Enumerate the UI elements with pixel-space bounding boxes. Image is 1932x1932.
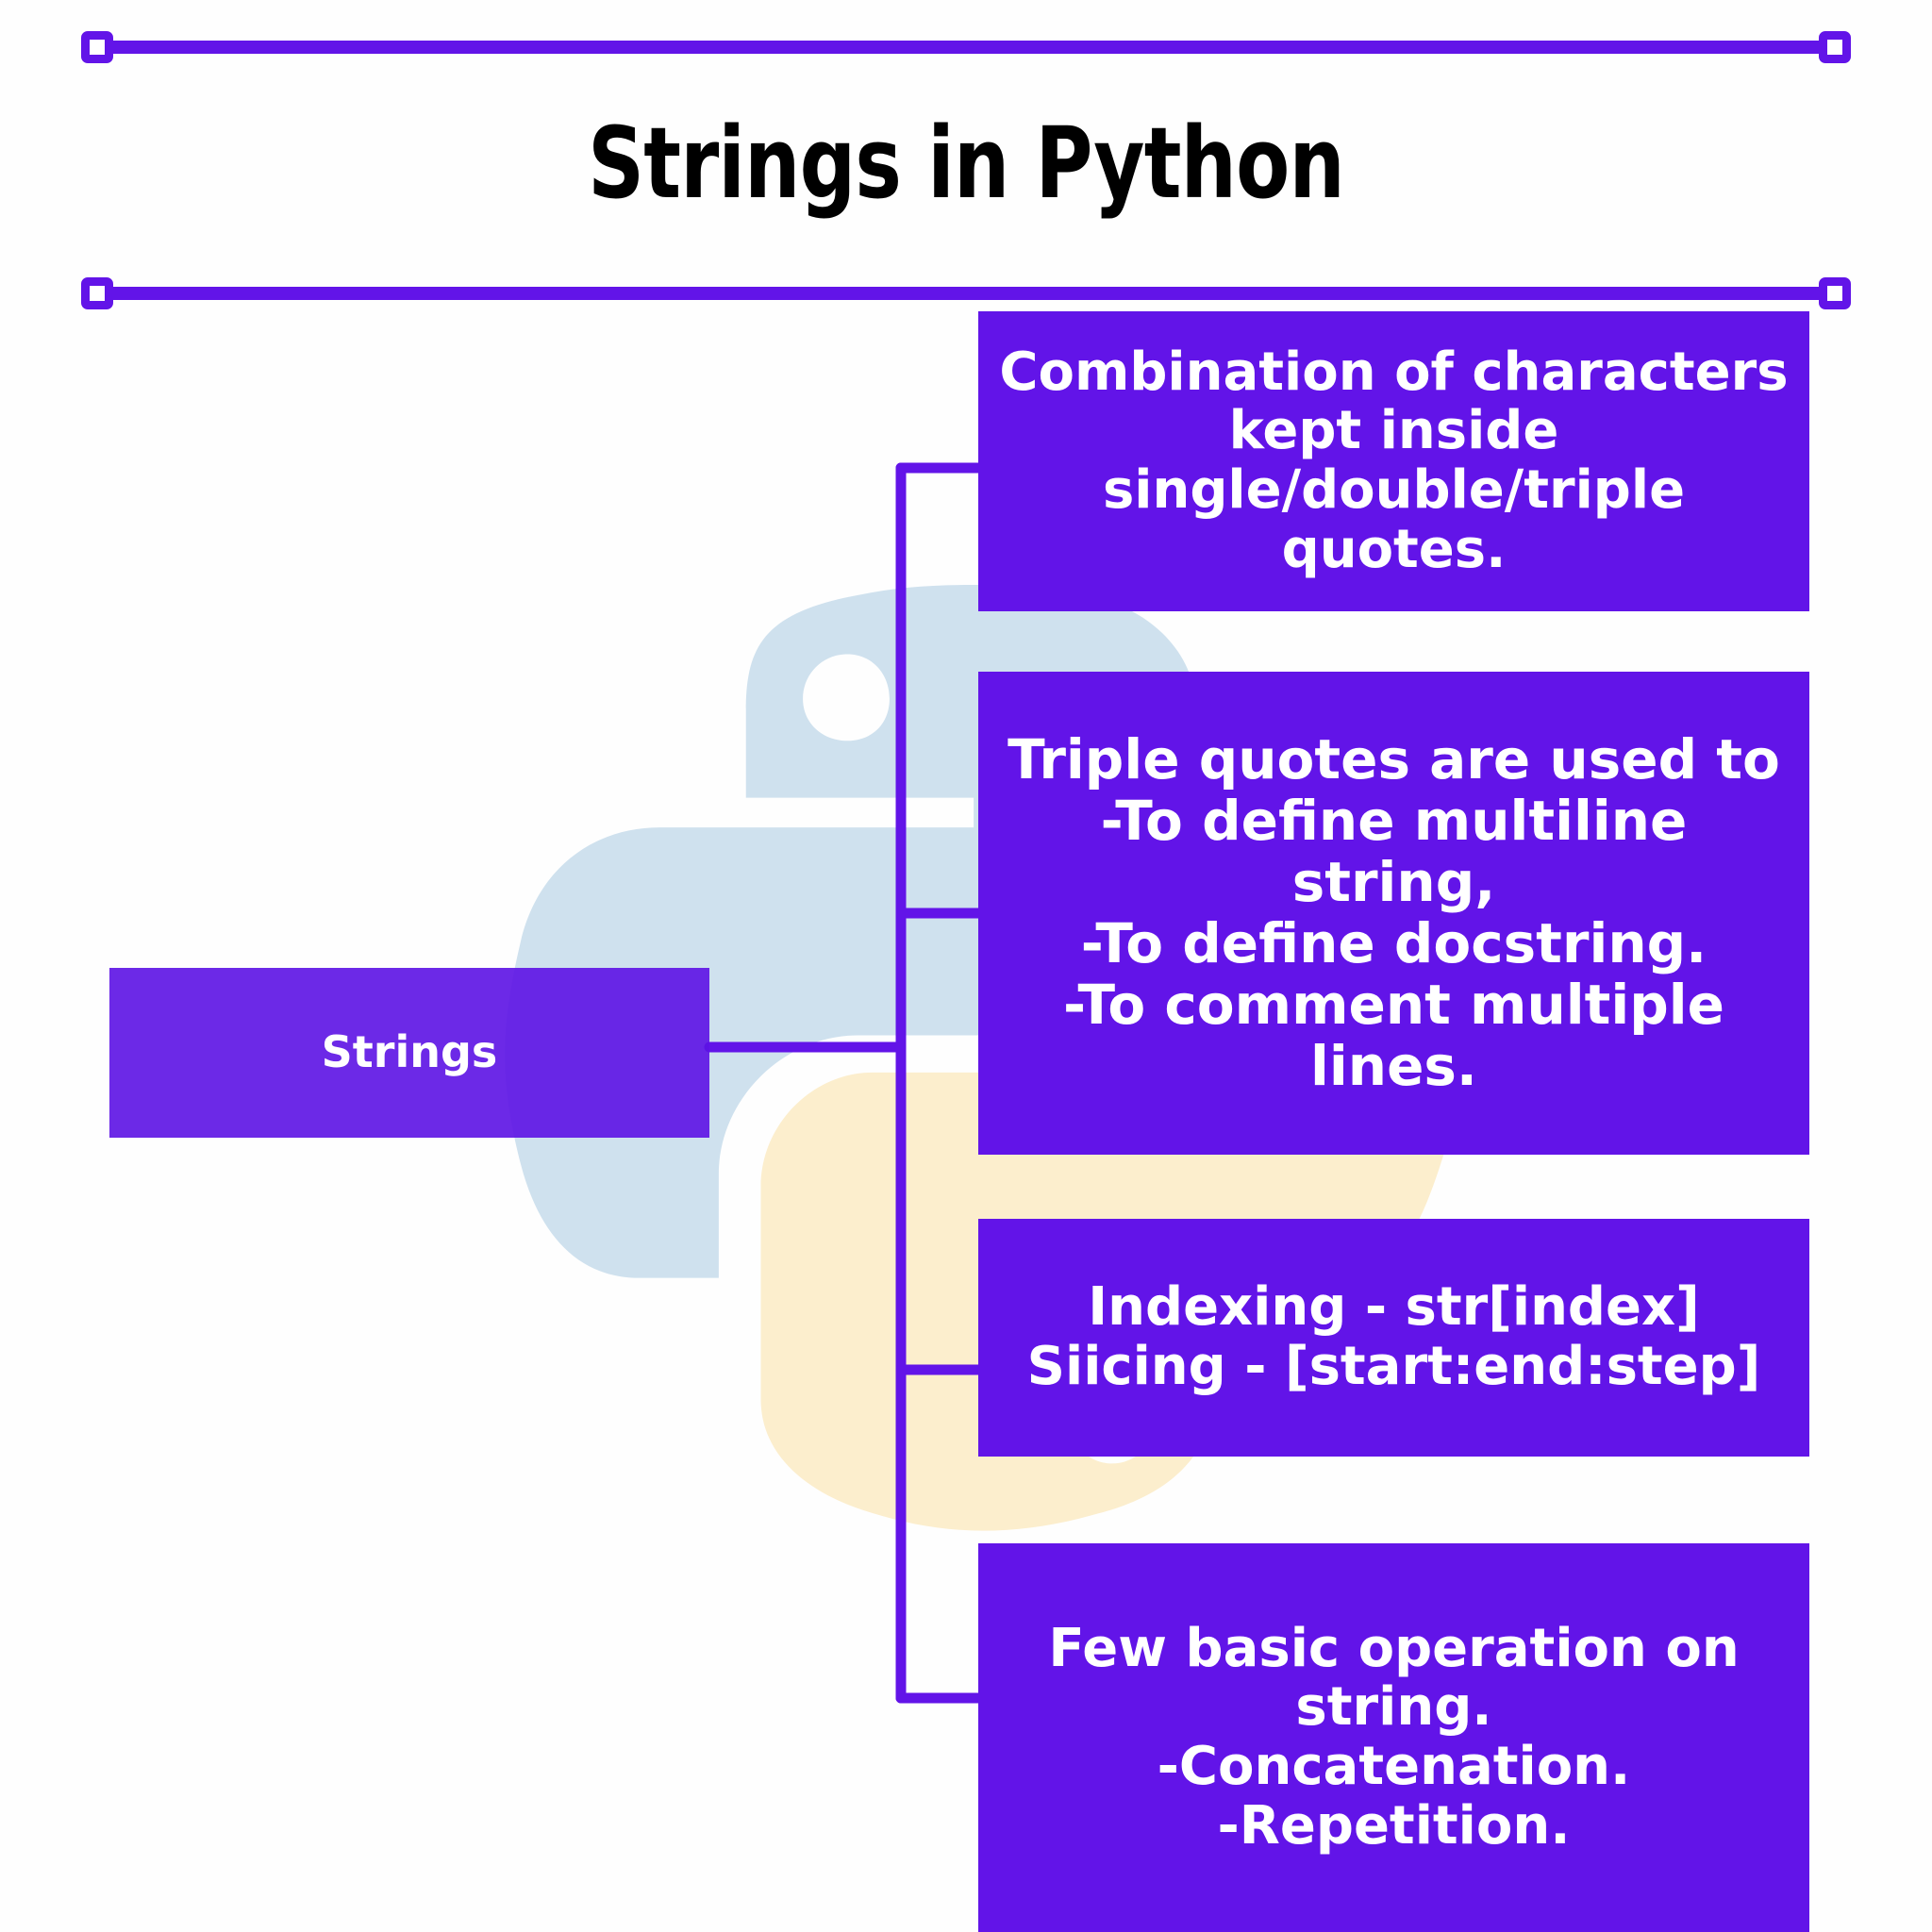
rule-bar (81, 287, 1851, 300)
root-node-label: Strings (321, 1026, 498, 1078)
rule-bar (81, 41, 1851, 54)
node-label-definition: Combination of characters kept inside si… (999, 341, 1789, 580)
page-title: Strings in Python (588, 106, 1345, 221)
diagram-node-definition[interactable]: Combination of characters kept inside si… (978, 311, 1809, 611)
node-label-triple-quotes: Triple quotes are used to -To define mul… (1008, 727, 1780, 1098)
rule-end-cap-right-icon (1819, 277, 1851, 309)
node-label-indexing-slicing: Indexing - str[index] Siicing - [start:e… (1026, 1276, 1761, 1397)
diagram-node-basic-operations[interactable]: Few basic operation on string. -Concaten… (978, 1543, 1809, 1932)
diagram-root-node-strings[interactable]: Strings (109, 968, 709, 1138)
node-label-basic-operations: Few basic operation on string. -Concaten… (1048, 1617, 1740, 1857)
rule-end-cap-left-icon (81, 277, 113, 309)
rule-end-cap-right-icon (1819, 31, 1851, 63)
rule-end-cap-left-icon (81, 31, 113, 63)
diagram-node-indexing-slicing[interactable]: Indexing - str[index] Siicing - [start:e… (978, 1219, 1809, 1457)
diagram-node-triple-quotes[interactable]: Triple quotes are used to -To define mul… (978, 672, 1809, 1155)
